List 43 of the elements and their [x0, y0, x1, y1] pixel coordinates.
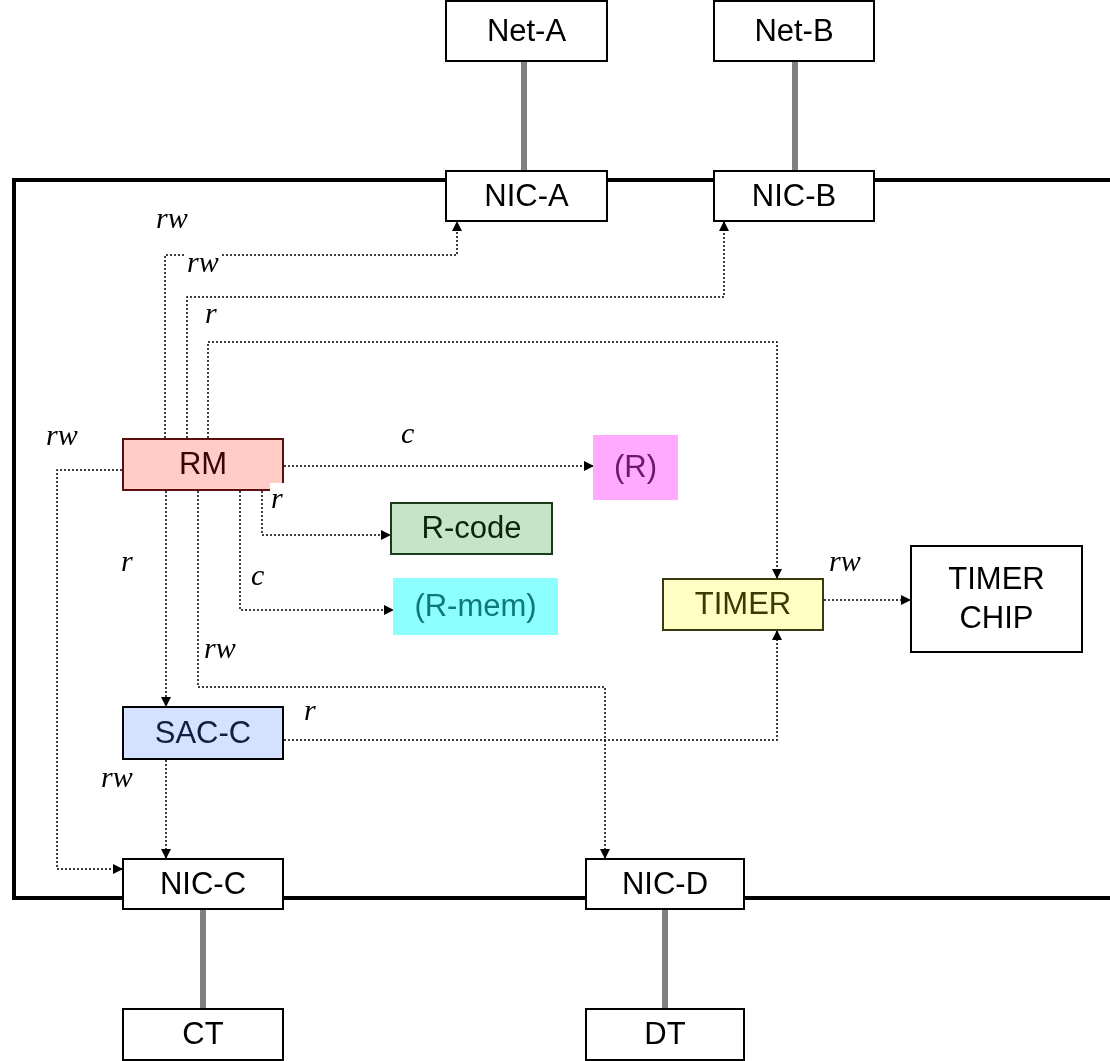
component-box: [445, 170, 608, 222]
component-box: [445, 0, 608, 62]
arrow: [207, 341, 782, 579]
component-box: [593, 435, 678, 500]
component-box: [122, 706, 284, 760]
node-label: Net-A: [486, 11, 567, 50]
arrow: [186, 221, 729, 439]
component-box: [585, 1008, 745, 1061]
component-box: [713, 170, 875, 222]
component-box: [390, 502, 553, 555]
component-box: [910, 545, 1083, 653]
component-box: [122, 1008, 284, 1061]
arrow: [161, 759, 171, 859]
link-line: [200, 910, 206, 1008]
component-box: [585, 858, 745, 910]
arrow: [164, 221, 462, 439]
node-label: NIC-C: [159, 864, 247, 903]
arrow: [56, 469, 123, 874]
arrow: [239, 490, 394, 615]
link-line: [521, 62, 527, 170]
arrow: [161, 490, 171, 707]
node-label: NIC-B: [751, 176, 837, 215]
node-label: NIC-A: [484, 176, 569, 215]
node-label: CT: [182, 1015, 224, 1054]
link-line: [792, 62, 798, 170]
component-box: [662, 578, 824, 631]
node-label: DT: [644, 1015, 686, 1054]
node-label: Net-B: [754, 11, 834, 50]
node-label: TIMER CHIP: [947, 560, 1046, 637]
arrow: [261, 490, 391, 540]
node-label: (R-mem): [414, 587, 537, 626]
arrow: [197, 490, 610, 859]
node-label: NIC-D: [621, 864, 709, 903]
node-label: R-code: [421, 509, 522, 548]
component-box: [713, 0, 875, 62]
node-label: TIMER: [694, 585, 792, 624]
link-line: [662, 910, 668, 1008]
component-box: [122, 858, 284, 910]
node-label: (R): [613, 448, 657, 487]
node-label: RM: [178, 445, 228, 484]
component-box: [122, 438, 284, 491]
node-label: SAC-C: [154, 713, 252, 752]
component-box: [393, 578, 558, 635]
